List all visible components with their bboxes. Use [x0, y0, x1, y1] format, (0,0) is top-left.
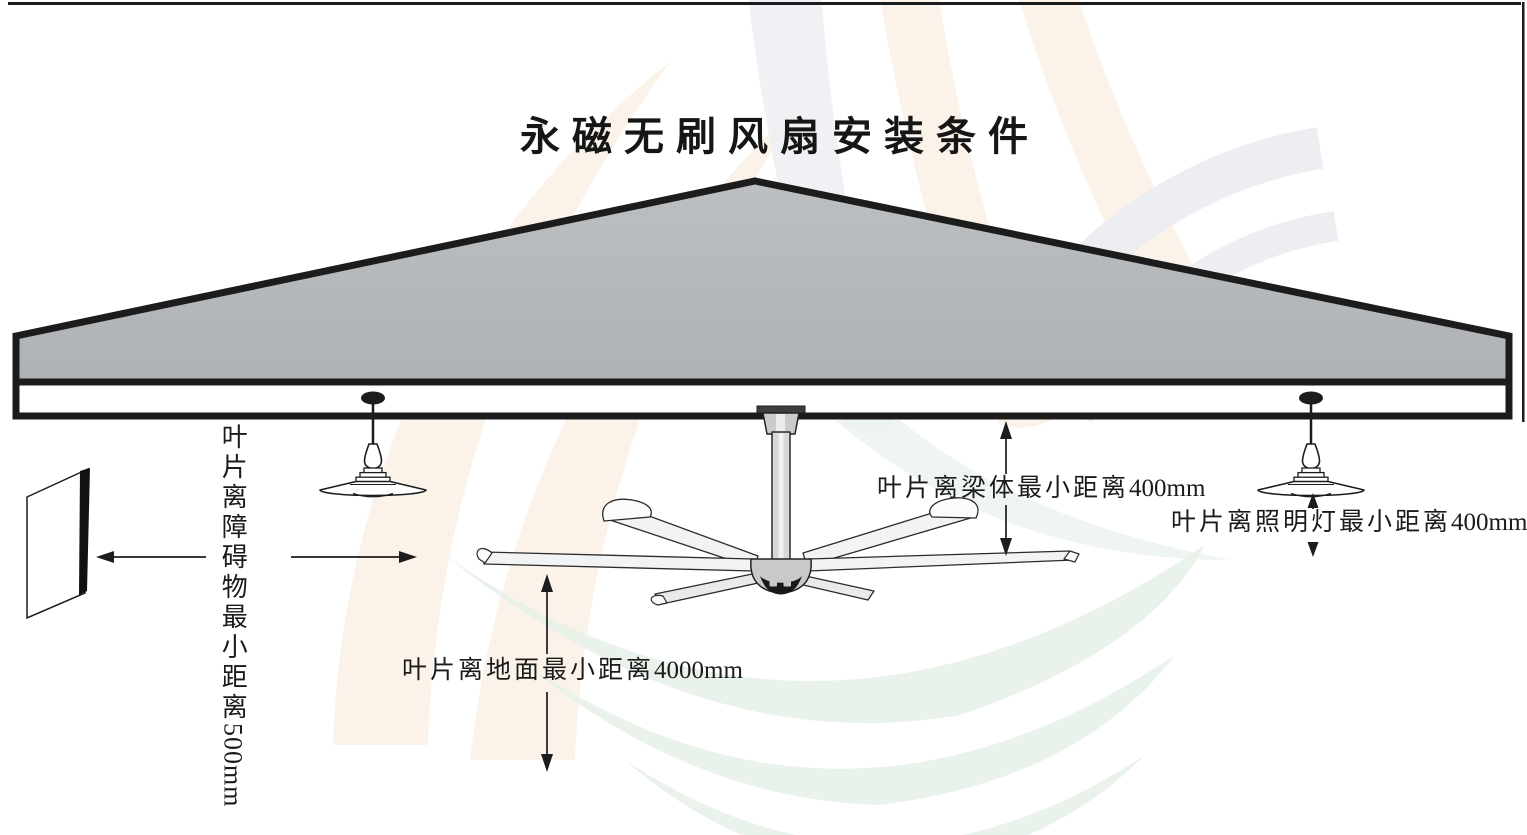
dimension-arrows	[96, 421, 1319, 772]
wall-panel-edge	[79, 468, 90, 595]
fan-mount-highlight	[776, 414, 785, 433]
roof	[12, 177, 1513, 386]
watermark-leaf-left-2	[470, 95, 810, 760]
fan-mount-plate	[756, 405, 806, 414]
watermark-mint-streak	[835, 420, 1230, 560]
page-title-text: 永磁无刷风扇安装条件	[520, 114, 1040, 159]
dim-arrow-ground	[541, 574, 553, 772]
hvls-fan	[476, 405, 1080, 606]
obstacle-distance-text: 叶片离障碍物最小距离	[218, 423, 248, 723]
watermark-mint-crescent-1	[445, 545, 1205, 724]
page-title: 永磁无刷风扇安装条件	[463, 116, 1097, 158]
dim-arrow-light	[1307, 493, 1319, 557]
fan-blade-upper-right-winglet	[929, 497, 979, 519]
watermark-leaf-left	[333, 62, 670, 745]
obstacle-distance-value: 500mm	[218, 723, 248, 808]
fan-hub-vent-left	[769, 578, 777, 587]
fan-hub-underside	[760, 576, 802, 595]
light-distance-value: 400mm	[1451, 509, 1527, 536]
beam-distance-text: 叶片离梁体最小距离	[877, 475, 1130, 502]
light-distance-label: 叶片离照明灯最小距离400mm	[1171, 509, 1527, 536]
fan-pole-highlight	[778, 433, 784, 561]
light-distance-text: 叶片离照明灯最小距离	[1171, 509, 1452, 536]
dim-arrow-beam	[1000, 421, 1012, 556]
ground-distance-text: 叶片离地面最小距离	[402, 657, 655, 684]
fan-blade-right-tip	[1063, 550, 1080, 563]
wall-obstacle	[26, 467, 90, 620]
ground-distance-value: 4000mm	[654, 657, 743, 684]
fan-hub-vent-right	[783, 578, 791, 587]
beam-distance-value: 400mm	[1129, 475, 1206, 502]
fan-blade-upper-left-winglet	[602, 498, 652, 522]
ground-distance-label: 叶片离地面最小距离4000mm	[402, 657, 743, 684]
wall-panel	[26, 467, 89, 620]
frame-top-border	[8, 2, 1521, 5]
dim-arrow-obstacle	[96, 551, 417, 563]
watermark-mint-crescent-2	[520, 655, 1175, 805]
fan-blade-left-tip	[476, 547, 493, 564]
frame-right-border	[1522, 2, 1525, 422]
fan-blade-lower-left-tip	[650, 594, 668, 606]
beam-distance-label: 叶片离梁体最小距离400mm	[877, 475, 1206, 502]
obstacle-distance-label: 叶片离障碍物最小距离500mm	[218, 423, 248, 807]
